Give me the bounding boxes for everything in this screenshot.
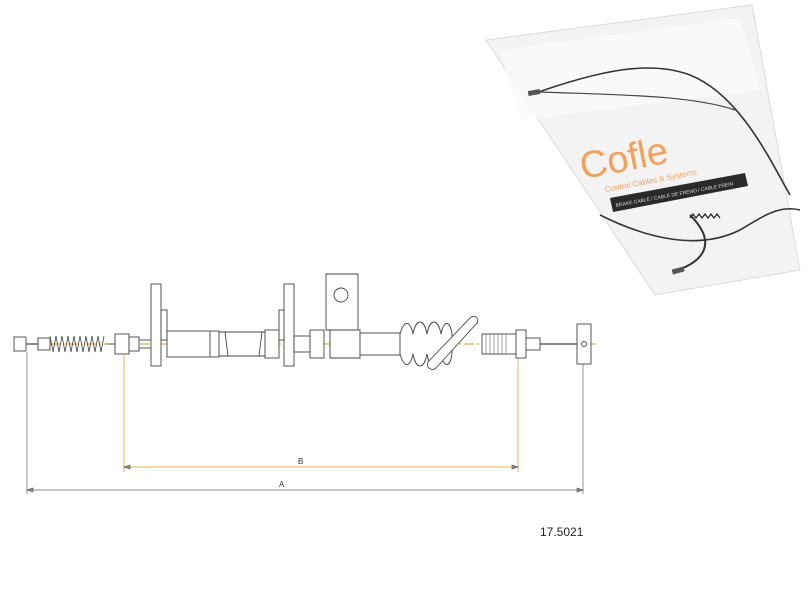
left-ferrule bbox=[114, 333, 130, 355]
end-tip bbox=[525, 337, 541, 351]
product-package-photo: BRAKE CABLE / CABLE DE FRENO / CABLE FRE… bbox=[485, 4, 801, 296]
grommet-1 bbox=[218, 331, 269, 357]
end-nut bbox=[515, 329, 527, 359]
dim-arrow-b-left bbox=[122, 464, 131, 470]
end-housing-thread bbox=[485, 334, 507, 354]
package-cable-lower bbox=[599, 207, 801, 242]
package-cable-end bbox=[527, 88, 541, 96]
package-cable-loop bbox=[529, 67, 791, 196]
package-cable-lower-2 bbox=[677, 214, 707, 271]
mounting-hole bbox=[333, 287, 349, 303]
dim-label-b: B bbox=[298, 457, 303, 466]
bracket-2-plate bbox=[283, 283, 295, 367]
tube-2 bbox=[359, 332, 401, 356]
left-end-nipple bbox=[13, 336, 27, 352]
package-cable-loop-2 bbox=[539, 91, 736, 111]
mounting-bracket-lower bbox=[329, 329, 361, 359]
left-thread bbox=[37, 337, 51, 351]
lever-arm bbox=[426, 315, 479, 370]
bracket-1-flange bbox=[160, 309, 168, 341]
dim-arrow-a-left bbox=[25, 487, 34, 493]
dimension-lines bbox=[25, 352, 585, 494]
dim-label-a: A bbox=[279, 480, 285, 489]
bracket-1-plate bbox=[150, 283, 162, 367]
grommet-1-ring bbox=[264, 329, 280, 359]
tube-1 bbox=[166, 330, 220, 358]
left-spring bbox=[49, 335, 105, 353]
dim-arrow-a-right bbox=[576, 487, 585, 493]
end-housing bbox=[481, 333, 519, 355]
package-cable-end-2 bbox=[671, 266, 685, 275]
cable-drawing bbox=[13, 273, 596, 370]
left-ferrule-cap bbox=[128, 336, 140, 352]
dim-arrow-b-right bbox=[511, 464, 520, 470]
package-label-band bbox=[610, 173, 748, 212]
bracket-2-flange bbox=[278, 309, 285, 341]
middle-collar bbox=[309, 329, 325, 359]
package-cable-spring bbox=[689, 213, 721, 219]
part-number: 17.5021 bbox=[540, 525, 584, 539]
right-end-pin bbox=[581, 341, 587, 347]
middle-sheath bbox=[293, 335, 313, 353]
